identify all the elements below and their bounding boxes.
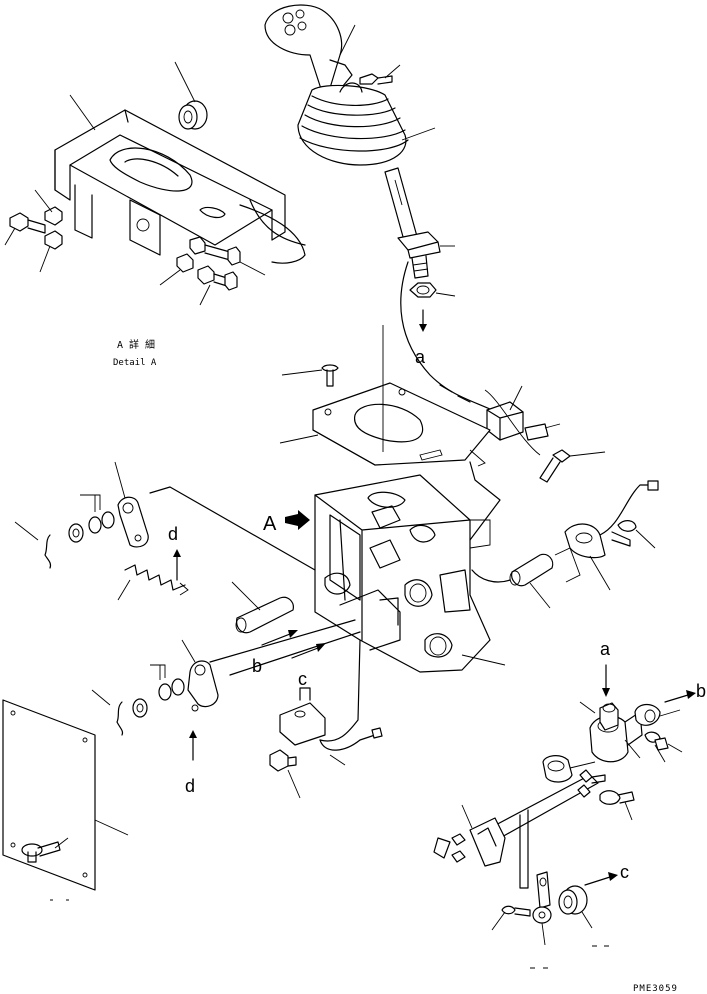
ref-d-lower: d: [185, 776, 195, 796]
detail-a-bolts: [4, 189, 266, 306]
valve-spool-assembly: [579, 701, 683, 763]
collar-right: [558, 885, 593, 929]
drawing-code: PME3059: [633, 984, 678, 994]
gasket-plate: [2, 699, 129, 891]
pivot-pin: [231, 581, 294, 634]
ref-b-right: b: [696, 681, 706, 701]
cover-plate: [279, 382, 491, 467]
arrow-b-left: [261, 630, 298, 646]
lever-boot: [297, 82, 436, 166]
block-cable-2: [484, 389, 541, 456]
ref-b-left: b: [252, 656, 262, 676]
cover-screw: [281, 364, 339, 387]
detail-a-bracket: [54, 94, 306, 264]
ref-c-right: c: [620, 862, 629, 882]
lever-nut: [409, 282, 456, 332]
small-bolt: [599, 790, 635, 821]
valve-housing: [314, 474, 506, 673]
upper-arm-link: [114, 461, 316, 571]
arrow-c-right: [584, 872, 618, 886]
bottom-bolt: [269, 749, 301, 799]
ref-c-left: c: [298, 669, 307, 689]
arrow-a-down: [602, 664, 610, 697]
switch-screw: [539, 449, 606, 483]
spring-upper: [117, 549, 189, 601]
bottom-sensor: [279, 639, 383, 766]
lever-bolt: [359, 64, 401, 85]
long-rod: [461, 774, 599, 889]
rubber-bushing: [174, 61, 208, 130]
sensor: [564, 480, 659, 591]
view-a-arrow: A: [263, 510, 310, 535]
side-pin: [471, 547, 581, 609]
view-a-label: A: [263, 513, 277, 535]
ref-a-top: a: [415, 347, 426, 367]
ref-a-right: a: [600, 639, 611, 659]
arrow-c-left: [291, 643, 326, 659]
lower-arm-link: [181, 619, 361, 761]
upper-washers: [14, 494, 115, 569]
block-cable: [469, 461, 501, 541]
limit-switch: [486, 385, 561, 441]
bottom-marks: [530, 945, 609, 969]
lever-knob: [264, 4, 356, 93]
lever-rod: [384, 167, 455, 279]
lever-cable: [400, 261, 493, 411]
rod-studs: [433, 769, 606, 863]
ref-d-upper: d: [168, 524, 178, 544]
arrow-b-right: [664, 690, 696, 703]
cable-dash: [439, 384, 471, 403]
fork-link: [491, 871, 552, 946]
detail-title-jp: A 詳 細: [117, 338, 155, 351]
lower-washers: [91, 664, 185, 736]
collar-left: [542, 755, 596, 783]
detail-title-en: Detail A: [113, 358, 157, 368]
plate-bolt: [21, 837, 69, 863]
